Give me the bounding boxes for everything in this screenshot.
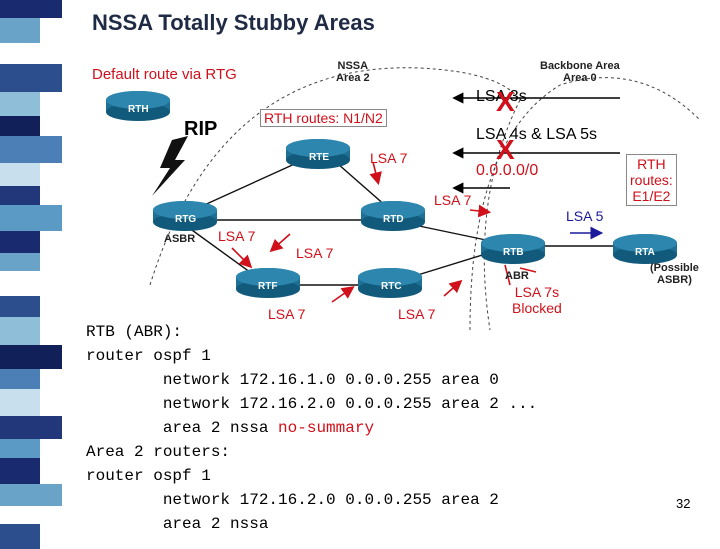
stripe-block xyxy=(0,186,40,205)
block-lsa45-icon: X xyxy=(496,134,515,165)
stripe-block xyxy=(0,0,62,18)
default-route-label: Default route via RTG xyxy=(92,66,237,83)
router-rtc-icon xyxy=(358,268,422,298)
router-label-rtg: RTG xyxy=(175,214,197,225)
rth-routes-n-label: RTH routes: N1/N2 xyxy=(260,109,387,127)
router-label-rtc: RTC xyxy=(381,281,402,292)
router-label-rth: RTH xyxy=(128,104,149,115)
slide-title: NSSA Totally Stubby Areas xyxy=(92,10,375,35)
stripe-block xyxy=(0,296,40,317)
config-line: Area 2 routers: xyxy=(86,443,231,461)
router-label-rtd: RTD xyxy=(383,214,404,225)
nssa-area-label: NSSA Area 2 xyxy=(336,60,370,84)
stripe-block xyxy=(0,136,62,163)
config-line: router ospf 1 xyxy=(86,347,211,365)
router-rth-icon xyxy=(106,91,170,121)
stripe-block xyxy=(0,231,40,253)
config-line: network 172.16.2.0 0.0.0.255 area 2 ... xyxy=(86,395,538,413)
stripe-block xyxy=(0,416,62,439)
lsa7-rtg-label: LSA 7 xyxy=(218,228,256,244)
rth-routes-e-label: RTH routes: E1/E2 xyxy=(626,154,677,206)
router-rta-icon xyxy=(613,234,677,264)
lsa7-rtd-label: LSA 7 xyxy=(434,192,472,208)
config-line: network 172.16.2.0 0.0.0.255 area 2 xyxy=(86,491,499,509)
config-line: router ospf 1 xyxy=(86,467,211,485)
router-rtg-icon xyxy=(153,201,217,231)
config-keyword-no-summary: no-summary xyxy=(278,419,375,437)
stripe-block xyxy=(0,484,62,506)
block-lsa3-icon: X xyxy=(496,86,515,117)
stripe-block xyxy=(0,271,62,296)
left-stripe-decoration xyxy=(0,0,62,549)
stripe-block xyxy=(0,92,40,116)
lightning-icon xyxy=(152,136,188,196)
lsa7-blocked-label: LSA 7s Blocked xyxy=(512,284,562,316)
lsa45-label: LSA 4s & LSA 5s xyxy=(476,126,597,143)
stripe-block xyxy=(0,369,40,389)
backbone-area-label: Backbone Area Area 0 xyxy=(540,60,620,84)
config-line: RTB (ABR): xyxy=(86,323,183,341)
abr-label: ABR xyxy=(505,270,529,282)
router-label-rta: RTA xyxy=(635,247,655,258)
default-route-prefix-label: 0.0.0.0/0 xyxy=(476,162,539,179)
router-rtf-icon xyxy=(236,268,300,298)
router-rtd-icon xyxy=(361,201,425,231)
backbone-area-boundary xyxy=(469,77,701,331)
nssa-area-boundary xyxy=(149,67,521,286)
config-line: network 172.16.1.0 0.0.0.255 area 0 xyxy=(86,371,499,389)
stripe-block xyxy=(0,205,62,231)
lsa7-rte-label: LSA 7 xyxy=(370,150,408,166)
router-label-rte: RTE xyxy=(309,152,329,163)
lsa7-rtc-label: LSA 7 xyxy=(398,306,436,322)
stripe-block xyxy=(0,18,40,43)
config-line: area 2 nssa xyxy=(86,419,279,437)
config-block: RTB (ABR): router ospf 1 network 172.16.… xyxy=(86,320,537,536)
stripe-block xyxy=(0,389,40,416)
router-rtb-icon xyxy=(481,234,545,264)
asbr-label: ASBR xyxy=(164,233,196,245)
possible-asbr-label: (Possible ASBR) xyxy=(650,262,699,286)
rip-label: RIP xyxy=(184,118,218,140)
lsa7-rtf-label: LSA 7 xyxy=(268,306,306,322)
router-label-rtf: RTF xyxy=(258,281,278,292)
stripe-block xyxy=(0,458,40,484)
config-line: area 2 nssa xyxy=(86,515,269,533)
page-number: 32 xyxy=(676,496,691,511)
stripe-block xyxy=(0,506,40,524)
lsa5-label: LSA 5 xyxy=(566,208,604,224)
stripe-block xyxy=(0,345,62,369)
stripe-block xyxy=(0,317,40,345)
router-label-rtb: RTB xyxy=(503,247,524,258)
lsa7-mid-label: LSA 7 xyxy=(296,245,334,261)
stripe-block xyxy=(0,43,40,64)
stripe-block xyxy=(0,163,40,186)
stripe-block xyxy=(0,64,62,92)
stripe-block xyxy=(0,253,40,271)
router-rte-icon xyxy=(286,139,350,169)
stripe-block xyxy=(0,439,40,458)
stripe-block xyxy=(0,116,40,136)
lsa3-label: LSA 3s xyxy=(476,88,527,105)
